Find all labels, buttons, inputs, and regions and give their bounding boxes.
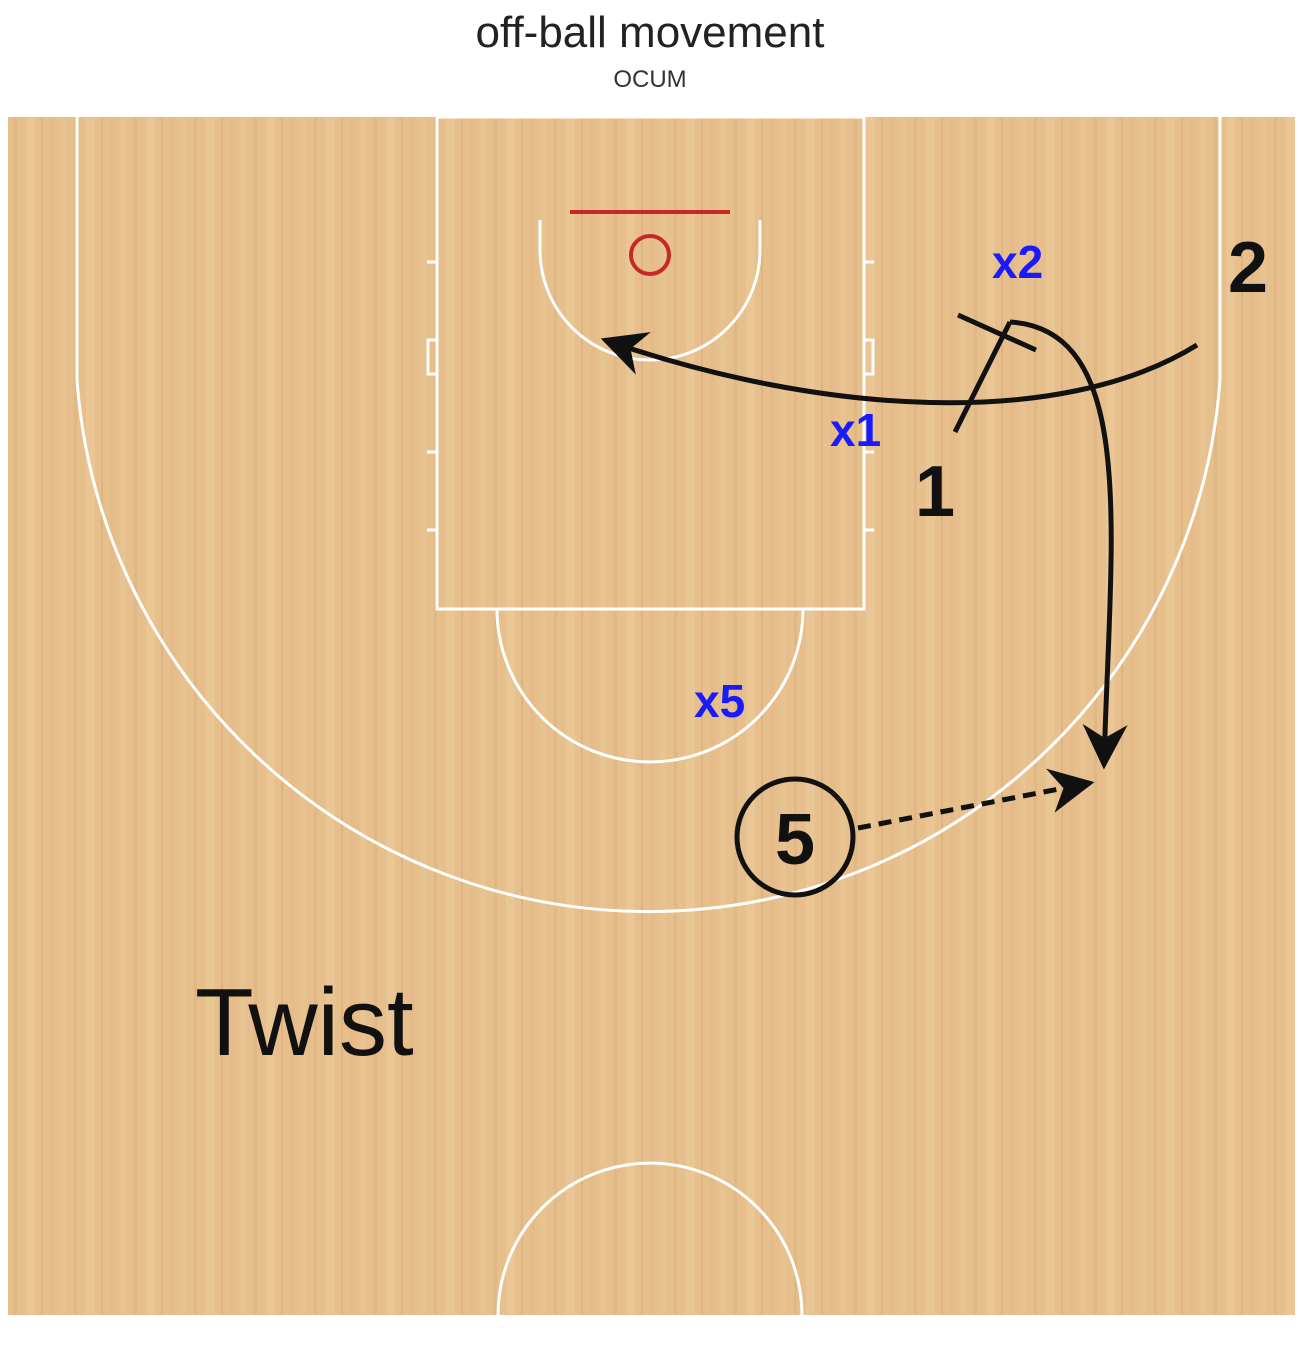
offense-player-5: 5 [775,800,815,880]
cut-path-player-2 [600,332,1199,406]
offense-player-2: 2 [1228,228,1268,308]
offense-player-1: 1 [915,452,955,532]
curl-path-player-1 [1009,319,1128,770]
diagram-title: off-ball movement [475,8,825,57]
screen-path-player-1 [952,320,1013,434]
screen-bar [956,312,1038,353]
three-point-line [75,117,1222,913]
diagram-subtitle: OCUM [613,66,687,93]
player-5-marker [734,776,856,898]
court-floor [8,117,1295,1315]
play-name: Twist [195,969,414,1076]
defender-x1: x1 [830,404,881,456]
defender-x5: x5 [694,675,745,727]
pass-path-player-5 [857,768,1095,831]
defender-x2: x2 [992,236,1043,288]
center-circle [496,1161,804,1316]
rim [629,234,671,276]
movement-paths [600,312,1199,831]
free-throw-circle [495,608,805,764]
court-lines [75,115,1222,1316]
